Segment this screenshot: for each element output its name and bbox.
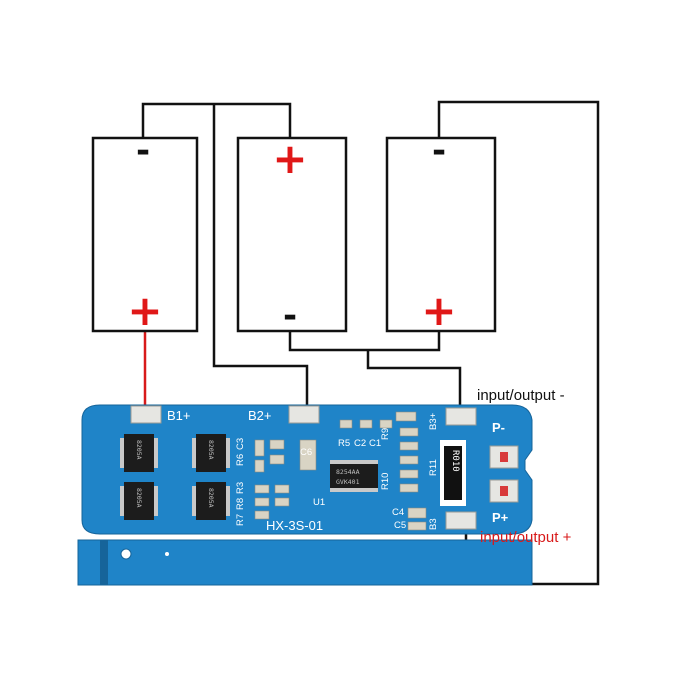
pad-b1 bbox=[130, 405, 162, 424]
label-r10: R10 bbox=[380, 473, 391, 490]
label-r9: R9 bbox=[380, 428, 391, 440]
label-r8: R8 bbox=[235, 498, 246, 510]
cell-1-bottom-terminal: + bbox=[127, 286, 162, 335]
svg-text:8205A: 8205A bbox=[207, 440, 215, 460]
mosfet-chip-2: 8205A bbox=[120, 482, 158, 520]
cell-3-bottom-terminal: + bbox=[421, 286, 456, 335]
svg-text:R010: R010 bbox=[450, 450, 460, 472]
label-b2: B2+ bbox=[248, 408, 272, 423]
label-b-minus: B3 bbox=[428, 518, 439, 530]
pad-b-minus bbox=[445, 511, 477, 530]
battery-cell-1: - + bbox=[91, 131, 199, 335]
wire-cell1-neg-to-cell2-pos bbox=[141, 102, 292, 138]
label-u1: U1 bbox=[313, 497, 325, 508]
battery-cell-3: - + bbox=[385, 131, 497, 335]
label-p-plus: P+ bbox=[492, 510, 509, 525]
smd-components bbox=[254, 411, 427, 531]
sense-resistor: R010 bbox=[440, 440, 466, 506]
board-model-label: HX-3S-01 bbox=[266, 518, 323, 533]
label-b3: B3+ bbox=[428, 412, 439, 430]
callout-output-plus: input/output + bbox=[480, 529, 572, 546]
svg-text:8205A: 8205A bbox=[135, 440, 143, 460]
label-r7: R7 bbox=[235, 514, 246, 526]
pcb-bottom-strip bbox=[77, 539, 533, 586]
label-c1: C1 bbox=[369, 438, 381, 449]
label-b1: B1+ bbox=[167, 408, 191, 423]
label-c2: C2 bbox=[354, 438, 366, 449]
bms-board: B1+ B2+ B3+ B3 P- P+ 8205A 8205A 8205A bbox=[77, 404, 533, 586]
mosfet-chip-1: 8205A bbox=[120, 434, 158, 472]
svg-text:8254AA: 8254AA bbox=[336, 468, 360, 476]
cell-3-top-terminal: - bbox=[432, 131, 446, 171]
label-c4: C4 bbox=[392, 507, 404, 518]
wire-b2-pad bbox=[212, 104, 309, 408]
label-c3: C3 bbox=[235, 438, 246, 450]
cell-2-top-terminal: + bbox=[272, 134, 307, 183]
pad-b2 bbox=[288, 405, 320, 424]
svg-text:8205A: 8205A bbox=[207, 488, 215, 508]
mounting-hole bbox=[120, 548, 132, 560]
label-c6: C6 bbox=[300, 447, 312, 458]
label-r6: R6 bbox=[235, 454, 246, 466]
cell-1-top-terminal: - bbox=[136, 131, 150, 171]
controller-ic: 8254AA GVK401 bbox=[330, 460, 378, 492]
wire-b3-pad bbox=[366, 350, 462, 408]
svg-text:8205A: 8205A bbox=[135, 488, 143, 508]
pad-b3 bbox=[445, 407, 477, 426]
label-r5: R5 bbox=[338, 438, 350, 449]
wire-cell2-neg-to-cell3-pos bbox=[288, 330, 441, 352]
label-c5: C5 bbox=[394, 520, 406, 531]
label-p-minus: P- bbox=[492, 420, 505, 435]
label-r3: R3 bbox=[235, 482, 246, 494]
cell-2-bottom-terminal: - bbox=[283, 296, 297, 336]
callout-output-minus: input/output - bbox=[477, 387, 565, 404]
battery-cell-2: + - bbox=[236, 134, 348, 336]
mosfet-chip-4: 8205A bbox=[192, 482, 230, 520]
label-r11: R11 bbox=[428, 459, 439, 476]
mosfet-chip-3: 8205A bbox=[192, 434, 230, 472]
svg-text:GVK401: GVK401 bbox=[336, 478, 360, 486]
